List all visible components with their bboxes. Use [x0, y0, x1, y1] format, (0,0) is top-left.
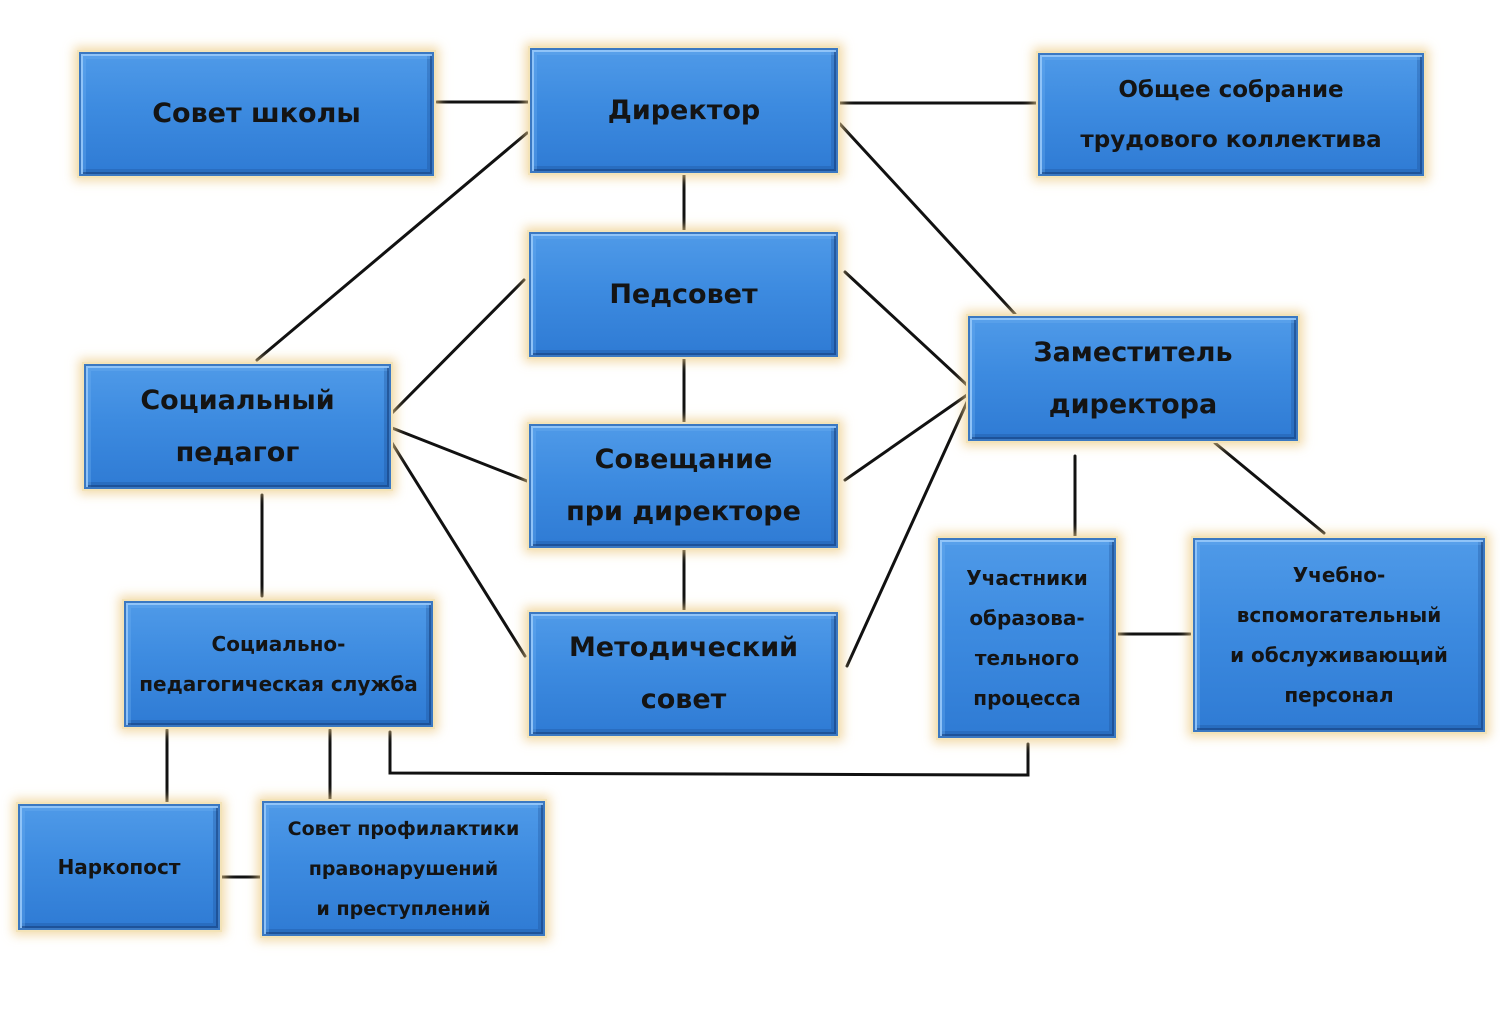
node-pedagogical-council: Педсовет	[529, 232, 838, 357]
node-director-meeting-label: Совещание при директоре	[566, 444, 801, 527]
node-deputy-director-label: Заместитель директора	[1033, 336, 1233, 420]
node-director-meeting: Совещание при директоре	[529, 424, 838, 548]
line-methodical-deputy	[845, 398, 970, 668]
line-social-meeting	[390, 426, 529, 483]
node-social-service: Социально- педагогическая служба	[124, 601, 433, 727]
node-social-pedagogue: Социальный педагог	[84, 364, 391, 489]
line-director-social-pedagogue	[255, 131, 529, 362]
line-pedsovet-deputy	[843, 270, 969, 387]
line-social-methodical	[390, 441, 527, 658]
line-service-participants	[388, 730, 1030, 777]
node-methodical-council: Методический совет	[529, 612, 838, 736]
node-prevention-council: Совет профилактики правонарушений и прес…	[262, 801, 545, 936]
node-school-council: Совет школы	[79, 52, 434, 176]
node-pedagogical-council-label: Педсовет	[609, 278, 758, 310]
node-process-participants-label: Участники образова- тельного процесса	[966, 566, 1088, 710]
node-general-meeting: Общее собрание трудового коллектива	[1038, 53, 1424, 176]
line-director-deputy	[838, 122, 1017, 316]
node-director-label: Директор	[607, 94, 761, 126]
line-meeting-deputy	[843, 393, 969, 482]
node-director: Директор	[530, 48, 838, 173]
node-social-pedagogue-label: Социальный педагог	[140, 384, 335, 468]
node-support-staff: Учебно- вспомогательный и обслуживающий …	[1193, 538, 1485, 732]
node-prevention-council-label: Совет профилактики правонарушений и прес…	[287, 817, 520, 920]
node-general-meeting-label: Общее собрание трудового коллектива	[1080, 76, 1382, 153]
node-school-council-label: Совет школы	[152, 98, 361, 129]
node-process-participants: Участники образова- тельного процесса	[938, 538, 1116, 738]
node-social-service-label: Социально- педагогическая служба	[139, 632, 418, 696]
node-deputy-director: Заместитель директора	[968, 316, 1298, 441]
node-narkopost: Наркопост	[18, 804, 220, 930]
node-narkopost-label: Наркопост	[57, 855, 181, 879]
line-deputy-staff	[1213, 441, 1326, 535]
node-methodical-council-label: Методический совет	[568, 632, 799, 715]
node-support-staff-label: Учебно- вспомогательный и обслуживающий …	[1230, 563, 1448, 707]
line-social-pedsovet	[390, 278, 526, 415]
